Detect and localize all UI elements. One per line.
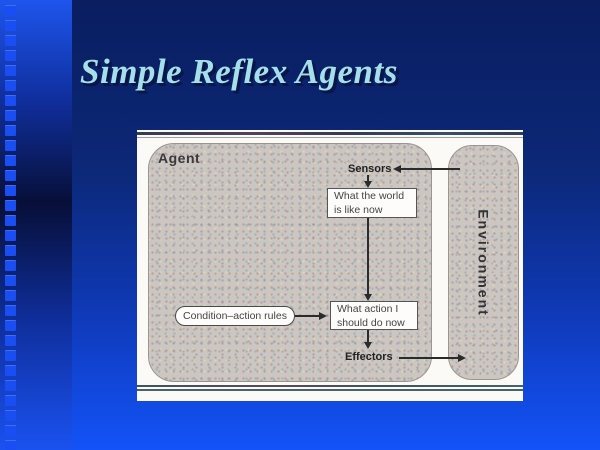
decor-square [5,320,16,331]
arrow-head-right-icon [319,312,327,320]
figure-top-rule [137,132,523,135]
world-state-line2: is like now [334,203,383,216]
decor-square [5,110,16,121]
decor-square [5,125,16,136]
arrow-head-down-icon [364,294,372,301]
decor-square [5,65,16,76]
arrow-head-right-icon [458,354,466,362]
arrow-line [367,218,369,295]
action-choice-line1: What action I [337,303,399,315]
action-choice-box: What action I should do now [330,301,418,330]
decor-square [5,260,16,271]
condition-action-rules-label: Condition–action rules [183,310,287,322]
decor-square [5,95,16,106]
decor-square [5,275,16,286]
slide-title: Simple Reflex Agents [80,52,398,91]
decor-square [5,200,16,211]
figure-top-rule-thin [137,137,523,138]
decor-square [5,170,16,181]
decor-square [5,305,16,316]
decor-square [5,35,16,46]
decor-square [5,410,16,421]
world-state-box: What the world is like now [327,188,417,218]
decor-square [5,380,16,391]
arrow-line [400,168,460,170]
decor-square [5,80,16,91]
decor-square [5,20,16,31]
action-choice-line2: should do now [337,316,405,329]
figure-bottom-rule-2 [137,389,523,391]
arrow-line [367,175,369,182]
world-state-line1: What the world [334,190,405,202]
arrow-line [295,315,320,317]
environment-box: Environment [448,145,519,380]
agent-label: Agent [158,150,201,166]
agent-diagram-figure: Environment Agent Sensors Effectors What… [137,130,523,401]
environment-label: Environment [475,208,492,317]
decor-square [5,290,16,301]
decor-square [5,185,16,196]
decor-square [5,155,16,166]
figure-bottom-rule [137,385,523,387]
decor-square [5,5,16,16]
arrow-line [367,330,369,343]
arrow-head-left-icon [393,165,401,173]
decor-square [5,230,16,241]
decor-square [5,350,16,361]
condition-action-rules-pill: Condition–action rules [175,306,295,326]
decor-square [5,365,16,376]
arrow-head-down-icon [364,342,372,349]
decor-square [5,440,16,450]
decor-square [5,140,16,151]
arrow-head-down-icon [364,181,372,188]
arrow-line [399,357,459,359]
decor-square [5,395,16,406]
agent-box [148,143,432,382]
decor-square [5,245,16,256]
decor-square [5,50,16,61]
decor-square [5,425,16,436]
decor-square [5,215,16,226]
sensors-label: Sensors [348,163,392,175]
effectors-label: Effectors [345,351,393,363]
left-decor-strip [0,0,72,450]
decor-square [5,335,16,346]
